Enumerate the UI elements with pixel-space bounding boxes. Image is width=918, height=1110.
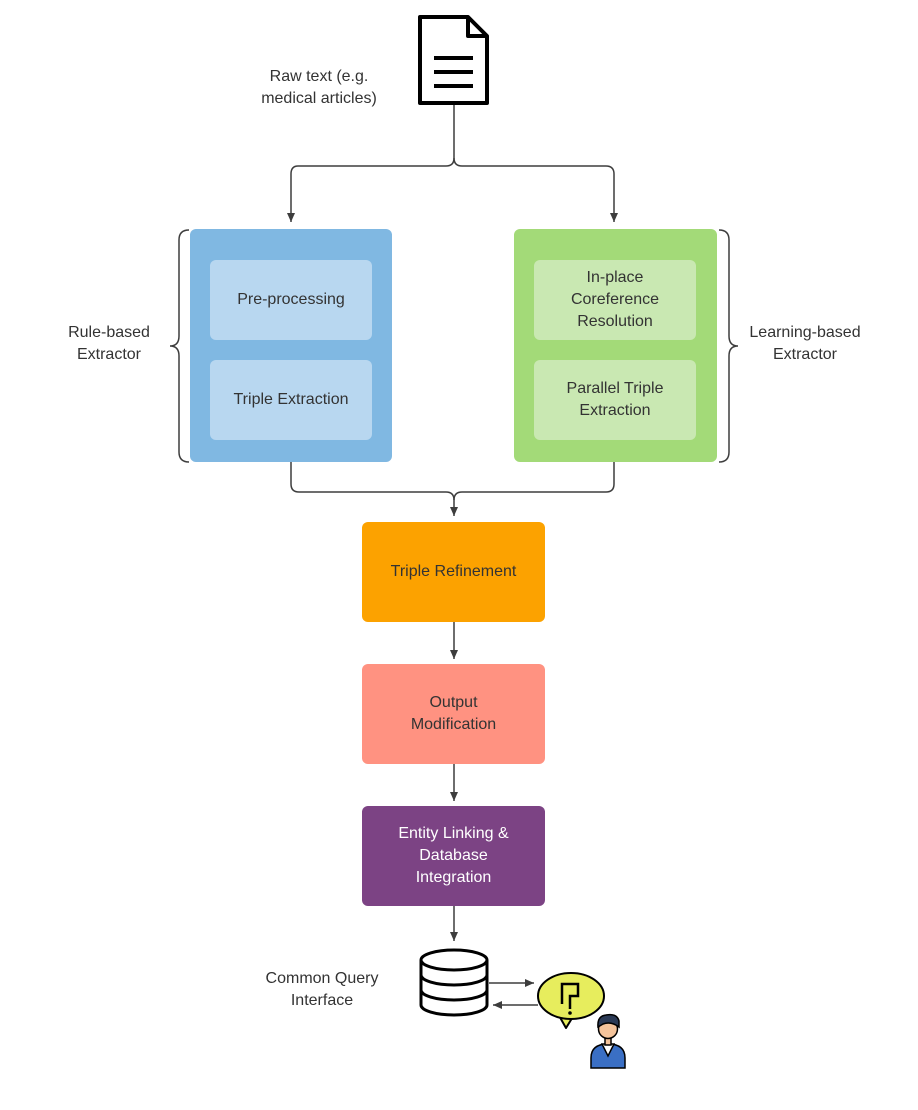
- coreference-resolution-step: In-place Coreference Resolution: [534, 260, 696, 340]
- rule-extractor-label: Rule-based Extractor: [68, 324, 150, 363]
- split-connector: [287, 105, 618, 222]
- preprocessing-step: Pre-processing: [210, 260, 372, 340]
- query-interface-label: Common Query Interface: [265, 970, 379, 1009]
- user-icon: [590, 1013, 626, 1069]
- entity-linking-stage: Entity Linking & Database Integration: [362, 806, 545, 906]
- document-icon: [418, 15, 489, 105]
- merge-connector: [290, 461, 615, 516]
- source-label: Raw text (e.g. medical articles): [261, 68, 377, 107]
- triple-refinement-stage: Triple Refinement: [362, 522, 545, 622]
- triple-extraction-step: Triple Extraction: [210, 360, 372, 440]
- learning-extractor-label: Learning-based Extractor: [749, 324, 861, 363]
- learning-brace: [718, 229, 739, 463]
- rule-extractor-panel: Pre-processing Triple Extraction: [190, 229, 392, 462]
- parallel-triple-extraction-step: Parallel Triple Extraction: [534, 360, 696, 440]
- database-icon: [419, 948, 489, 1017]
- learning-extractor-panel: In-place Coreference Resolution Parallel…: [514, 229, 717, 462]
- rule-brace: [169, 229, 190, 463]
- question-bubble-icon: [537, 972, 605, 1029]
- output-modification-stage: Output Modification: [362, 664, 545, 764]
